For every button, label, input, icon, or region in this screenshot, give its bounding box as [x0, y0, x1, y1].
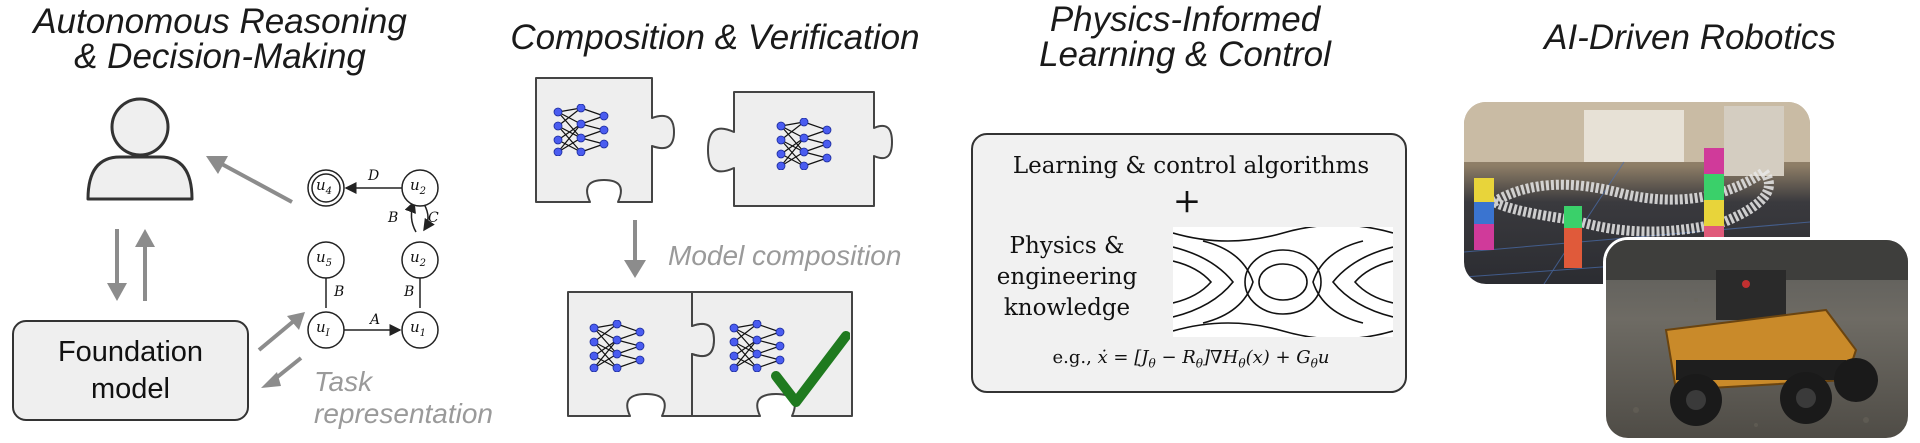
neural-network-icon [776, 118, 832, 170]
physics-box: Learning & control algorithms + Physics … [971, 133, 1407, 393]
drone-lab-scene [1464, 102, 1810, 284]
eq-theta-4: θ [1310, 356, 1318, 371]
neural-network-icon [729, 320, 785, 372]
edge-label-B3: B [404, 284, 415, 300]
knowledge-line2: engineering [996, 264, 1138, 290]
eq-u: u [1317, 347, 1330, 368]
eq-body: ẋ = [J [1097, 347, 1149, 368]
node-u2-top: u2 [410, 176, 426, 197]
node-u4: u4 [316, 176, 332, 197]
eq-theta-2: θ [1195, 356, 1204, 371]
knowledge-text: Physics & engineering knowledge [987, 231, 1147, 324]
node-u4-sub: 4 [325, 186, 333, 197]
node-u2-mid-label: u [410, 248, 420, 266]
node-uI-sub: I [325, 328, 330, 339]
edge-label-D: D [368, 168, 380, 184]
rover-scene [1606, 240, 1908, 427]
learning-text: Learning & control algorithms [1012, 153, 1370, 179]
edge-label-C: C [428, 210, 439, 226]
physics-title-line1: Physics-Informed [1049, 0, 1321, 39]
plus-sign: + [1172, 181, 1202, 221]
rover-photo [1606, 240, 1908, 438]
eq-theta-3: θ [1238, 356, 1246, 371]
model-composition-label: Model composition [668, 240, 902, 271]
task-automaton [307, 169, 439, 349]
dynamics-equation: e.g., ẋ = [Jθ − Rθ]∇Hθ(x) + Gθu [983, 347, 1399, 371]
task-representation-label: Task representation [314, 366, 493, 430]
reasoning-title-line2: & Decision-Making [74, 37, 366, 76]
node-u5-sub: 5 [325, 258, 333, 269]
node-u1-sub: 1 [419, 328, 427, 339]
knowledge-line3: knowledge [1003, 295, 1131, 321]
task-line1: Task [314, 366, 373, 397]
node-u1: u1 [410, 318, 426, 339]
foundation-line1: Foundation [57, 335, 204, 368]
neural-network-icon [589, 320, 645, 372]
robotics-title: AI-Driven Robotics [1544, 18, 1836, 57]
edge-label-B1: B [388, 210, 399, 226]
composition-title: Composition & Verification [510, 18, 920, 57]
edge-label-A: A [370, 312, 381, 328]
eq-prefix: e.g., [1052, 347, 1098, 368]
eq-theta-1: θ [1148, 356, 1156, 371]
node-uI-label: u [316, 318, 326, 336]
node-u2-top-sub: 2 [419, 186, 427, 197]
node-uI: uI [316, 318, 330, 339]
knowledge-line1: Physics & [1009, 233, 1125, 259]
edge-label-B2: B [334, 284, 345, 300]
node-u2-top-label: u [410, 176, 420, 194]
node-u5-label: u [316, 248, 326, 266]
phase-portrait-icon [1173, 227, 1393, 337]
puzzle-piece-icon [707, 91, 893, 207]
person-icon [86, 97, 194, 201]
foundation-model-box: Foundation model [12, 320, 249, 421]
node-u2-mid: u2 [410, 248, 426, 269]
diagonal-arrow-to-person [206, 156, 293, 204]
node-u4-label: u [316, 176, 326, 194]
node-u2-mid-sub: 2 [419, 258, 427, 269]
neural-network-icon [553, 104, 609, 156]
eq-rest2: (x) + G [1245, 347, 1311, 368]
reasoning-title-line1: Autonomous Reasoning [33, 2, 407, 41]
task-line2: representation [314, 398, 494, 429]
node-u5: u5 [316, 248, 332, 269]
eq-rest: ]∇H [1203, 347, 1239, 368]
reasoning-title: Autonomous Reasoning & Decision-Making [0, 4, 440, 74]
composition-down-arrow [624, 220, 646, 278]
diagonal-arrows-foundation [257, 312, 305, 388]
node-u1-label: u [410, 318, 420, 336]
physics-title-line2: Learning & Control [1039, 35, 1331, 74]
checkmark-icon [771, 331, 850, 407]
foundation-line2: model [91, 372, 170, 405]
vertical-arrows [107, 229, 155, 301]
physics-title: Physics-Informed Learning & Control [975, 2, 1395, 72]
eq-mid: − R [1155, 347, 1196, 368]
